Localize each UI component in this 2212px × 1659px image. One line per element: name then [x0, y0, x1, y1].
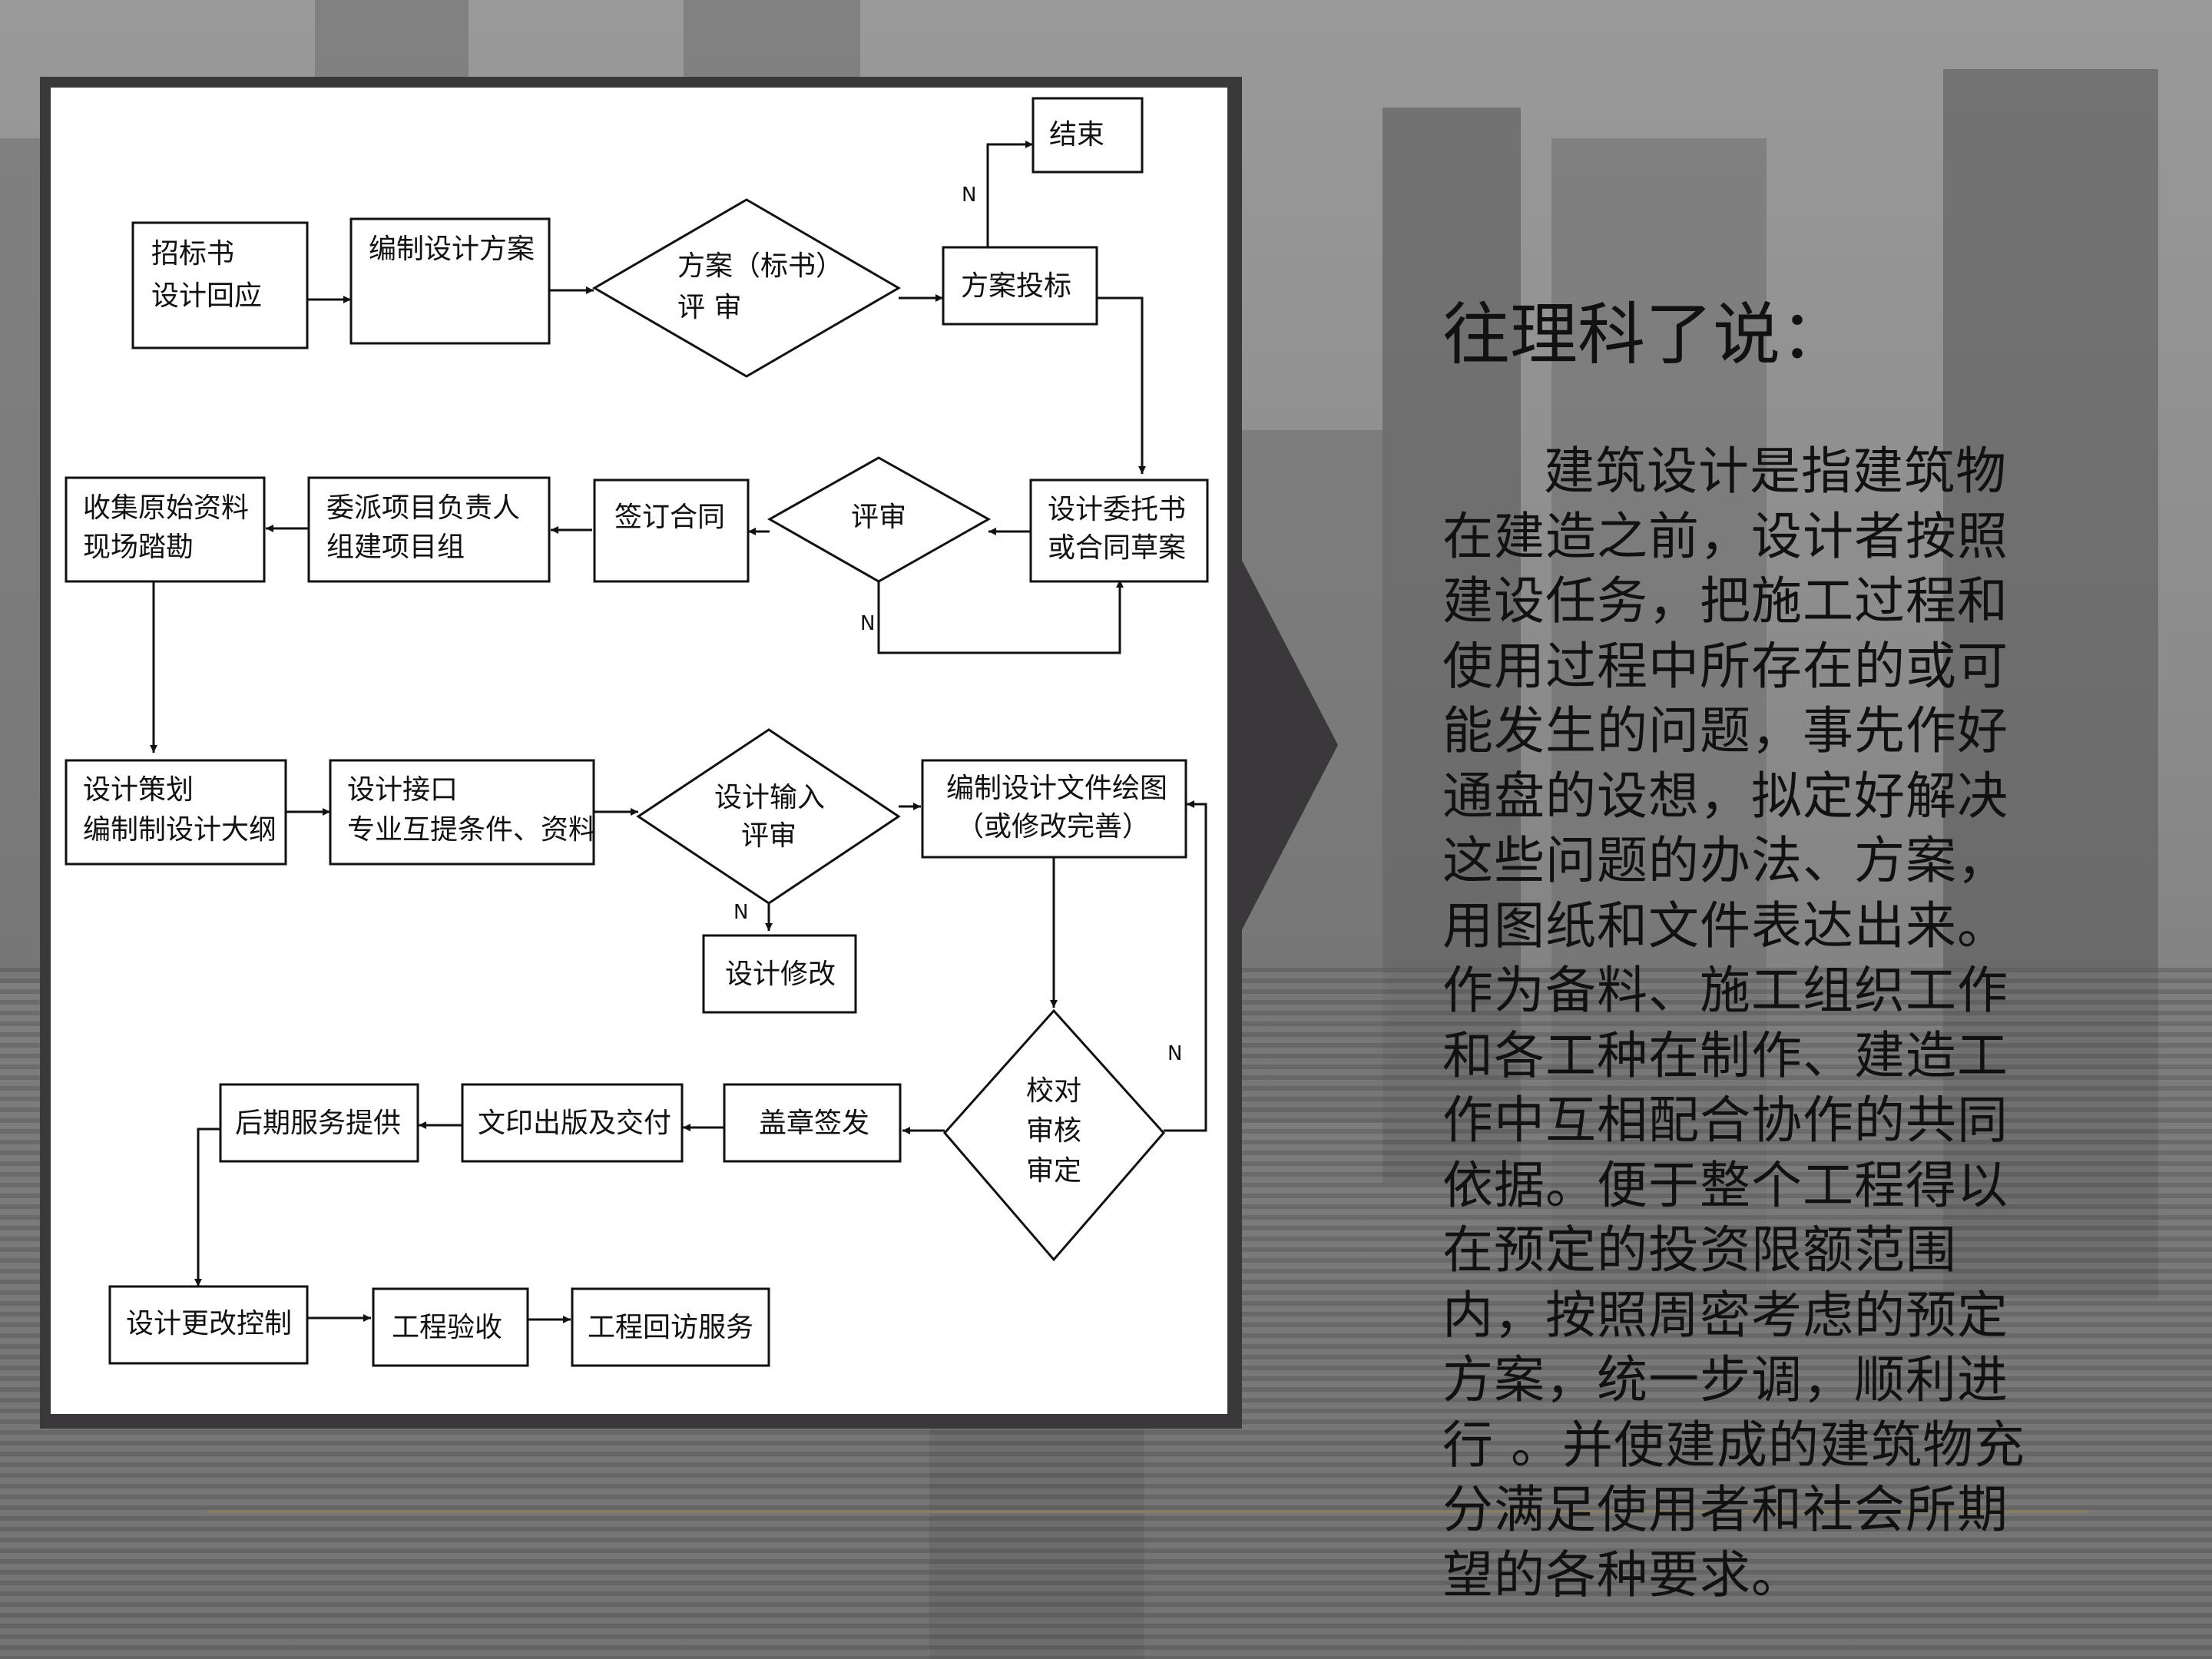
edge-bidding-to-contract [1097, 296, 1146, 474]
node-label: 设计输入 [714, 782, 825, 813]
node-label: 工程验收 [392, 1312, 502, 1343]
node-label: 招标书 [151, 238, 234, 270]
node-label: 盖章签发 [759, 1108, 869, 1139]
node-acceptance: 工程验收 [372, 1287, 529, 1367]
branch-label-n: N [962, 184, 976, 207]
node-label: 审核 [1026, 1115, 1081, 1147]
edge-review-fail-loop [877, 580, 1124, 654]
node-bidding: 方案投标 [942, 246, 1098, 326]
node-after-service: 后期服务提供 [219, 1083, 419, 1163]
connectors [150, 141, 1207, 1323]
node-drawings: 编制设计文件绘图 （或修改完善） [921, 759, 1187, 859]
node-print-deliver: 文印出版及交付 [461, 1083, 684, 1163]
edge-bidding-to-end [986, 141, 1033, 247]
node-revisit: 工程回访服务 [571, 1287, 770, 1367]
node-label: 后期服务提供 [235, 1108, 401, 1139]
node-label: 结束 [1049, 119, 1104, 151]
branch-label-n: N [1167, 1042, 1182, 1065]
node-contract-draft: 设计委托书 或合同草案 [1029, 478, 1209, 583]
node-label: 工程回访服务 [588, 1312, 753, 1343]
node-label: 校对 [1026, 1075, 1081, 1107]
slide-body-text: 建筑设计是指建筑物在建造之前，设计者按照建设任务，把施工过程和使用过程中所存在的… [1442, 442, 2025, 1604]
pointer-arrow [1238, 553, 1338, 937]
node-label: 签订合同 [614, 502, 725, 533]
node-collect-data: 收集原始资料 现场踏勘 [65, 476, 266, 583]
node-review: 评审 [767, 456, 992, 583]
node-label: 收集原始资料 [83, 492, 249, 524]
node-change-control: 设计更改控制 [108, 1285, 309, 1365]
node-assign-lead: 委派项目负责人 组建项目组 [307, 476, 551, 583]
node-label: 编制设计方案 [369, 233, 535, 265]
node-label: 设计委托书 [1048, 494, 1186, 525]
node-check: 校对 审核 审定 [943, 1008, 1166, 1262]
node-label: 设计回应 [151, 280, 262, 312]
node-interface: 设计接口 专业互提条件、资料 [329, 759, 596, 866]
node-label: 组建项目组 [326, 531, 465, 563]
node-design-plan: 设计策划 编制制设计大纲 [65, 759, 287, 866]
node-scheme-review: 方案（标书） 评 审 [592, 198, 901, 378]
node-label: 委派项目负责人 [326, 492, 520, 524]
node-stamp: 盖章签发 [723, 1083, 902, 1163]
node-end: 结束 [1031, 97, 1144, 174]
slide-title: 往理科了说： [1442, 295, 1849, 374]
edge-service-to-change [194, 1128, 220, 1286]
node-input-review: 设计输入 评审 [636, 728, 901, 905]
node-label: 评审 [741, 820, 796, 852]
node-label: 编制制设计大纲 [83, 814, 276, 846]
node-revise: 设计修改 [702, 934, 857, 1014]
node-draft-scheme: 编制设计方案 [349, 217, 551, 345]
node-label: （或修改完善） [956, 811, 1150, 843]
node-sign-contract: 签订合同 [593, 478, 750, 583]
node-label: 评 审 [677, 292, 741, 323]
node-label: 现场踏勘 [83, 531, 194, 563]
node-label: 方案投标 [961, 270, 1071, 302]
node-label: 专业互提条件、资料 [347, 814, 596, 846]
divider-line [207, 1510, 2089, 1513]
node-label: 设计更改控制 [126, 1308, 292, 1339]
node-label: 设计接口 [347, 774, 458, 806]
node-label: 设计策划 [83, 774, 194, 806]
node-label: 方案（标书） [677, 250, 843, 282]
node-label: 文印出版及交付 [478, 1108, 671, 1139]
node-label: 编制设计文件绘图 [946, 773, 1167, 804]
edge-check-fail-loop [1164, 800, 1207, 1132]
bg-building [0, 138, 46, 983]
node-label: 或合同草案 [1048, 532, 1186, 564]
branch-label-n: N [733, 901, 748, 924]
node-bid-doc: 招标书 设计回应 [131, 221, 309, 349]
node-label: 评审 [851, 502, 906, 533]
node-label: 设计修改 [725, 959, 836, 990]
branch-label-n: N [860, 612, 875, 635]
node-label: 审定 [1026, 1155, 1081, 1187]
